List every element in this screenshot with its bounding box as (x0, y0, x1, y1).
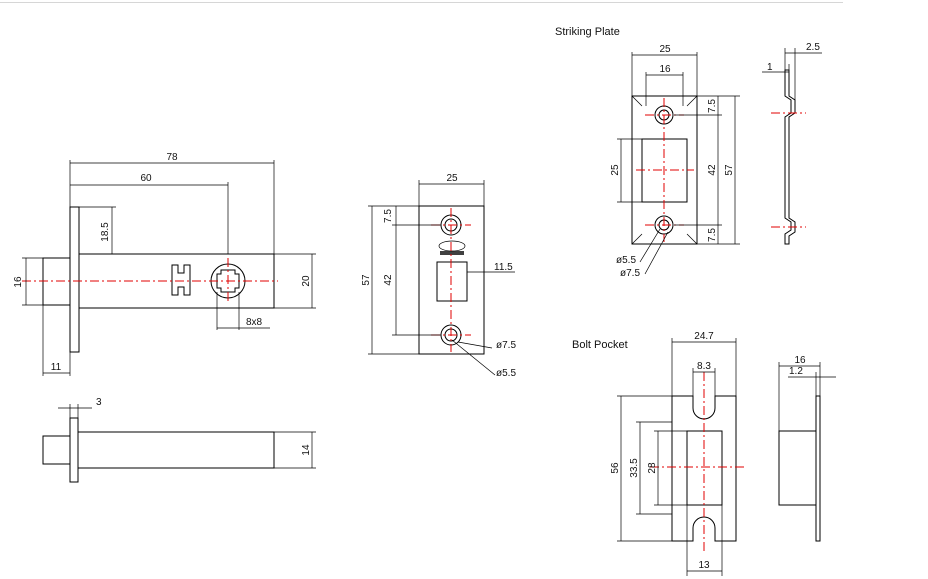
dim-pocket-height: 56 (610, 462, 621, 474)
bolt-pocket-side-view: 16 1.2 (778, 355, 836, 542)
dim-pocket-opening: 28 (647, 462, 658, 474)
spindle-square-hole (216, 269, 240, 293)
manufacturer-logo (438, 240, 466, 255)
striking-plate-title: Striking Plate (555, 26, 620, 38)
top-faceplate (69, 417, 79, 483)
top-bolt (42, 435, 71, 465)
top-border-line (0, 2, 843, 3)
dim-face-offset: 18.5 (100, 222, 111, 242)
latch-top-view: 3 14 (42, 397, 316, 483)
latch-faceplate (69, 206, 80, 353)
dim-pocket-recess: 33.5 (629, 458, 640, 478)
dim-pocket-bottom: 13 (698, 560, 710, 571)
pocket-side-flange (815, 395, 821, 542)
dim-backset: 60 (140, 173, 152, 184)
strike-side-profile (784, 69, 796, 245)
dim-strike-opening: 25 (610, 164, 621, 176)
dim-strike-hole-spacing-h: 16 (659, 64, 671, 75)
latch-front-view: 25 57 7.5 42 11.5 ø7.5 ø5.5 (361, 173, 516, 379)
dim-faceplate-thickness: 3 (96, 397, 102, 408)
pocket-outline (671, 395, 737, 542)
pocket-side-box (778, 430, 817, 506)
striking-plate-side-view: 2.5 1 (762, 42, 822, 245)
dim-front-hole-spacing: 42 (383, 274, 394, 286)
dim-strike-offset-bottom: 7.5 (707, 228, 718, 242)
dim-body-width: 14 (301, 444, 312, 456)
bolt-pocket-view: Bolt Pocket 24.7 8.3 56 33.5 28 13 (572, 331, 745, 576)
dim-strike-hole-inner: ø5.5 (616, 255, 636, 266)
dim-strike-offset-top: 7.5 (707, 99, 718, 113)
dim-strike-height: 57 (724, 164, 735, 176)
dim-pocket-flange: 1.2 (789, 366, 803, 377)
latch-side-view: 78 60 18.5 16 20 11 8x8 (13, 152, 316, 376)
dim-bolt-length: 11 (51, 362, 62, 373)
bolt-pocket-title: Bolt Pocket (572, 339, 628, 351)
dim-spindle: 8x8 (246, 317, 263, 328)
dim-overall-length: 78 (166, 152, 178, 163)
dim-bolt-window: 11.5 (494, 262, 513, 273)
dim-strike-lip: 1 (767, 62, 773, 73)
strike-plate-outline (631, 95, 698, 245)
dim-hole-inner: ø5.5 (496, 368, 516, 379)
dim-strike-hole-outer: ø7.5 (620, 268, 640, 279)
striking-plate-view: Striking Plate 25 16 25 (555, 26, 740, 279)
dim-hole-outer: ø7.5 (496, 340, 516, 351)
h-slot-cutout (171, 264, 191, 296)
dim-pocket-depth: 16 (794, 355, 806, 366)
dim-strike-thickness: 2.5 (806, 42, 820, 53)
top-body (77, 431, 275, 469)
dim-bolt-height: 16 (13, 276, 24, 288)
dim-front-width: 25 (446, 173, 458, 184)
dim-pocket-width: 24.7 (694, 331, 714, 342)
dim-pocket-slot: 8.3 (697, 361, 711, 372)
front-faceplate (418, 205, 485, 355)
front-bolt-window (436, 261, 468, 302)
dim-strike-hole-spacing: 42 (707, 164, 718, 176)
dim-body-height: 20 (301, 275, 312, 287)
dim-front-height: 57 (361, 274, 372, 286)
dim-strike-width: 25 (659, 44, 671, 55)
dim-front-hole-offset: 7.5 (383, 209, 394, 223)
